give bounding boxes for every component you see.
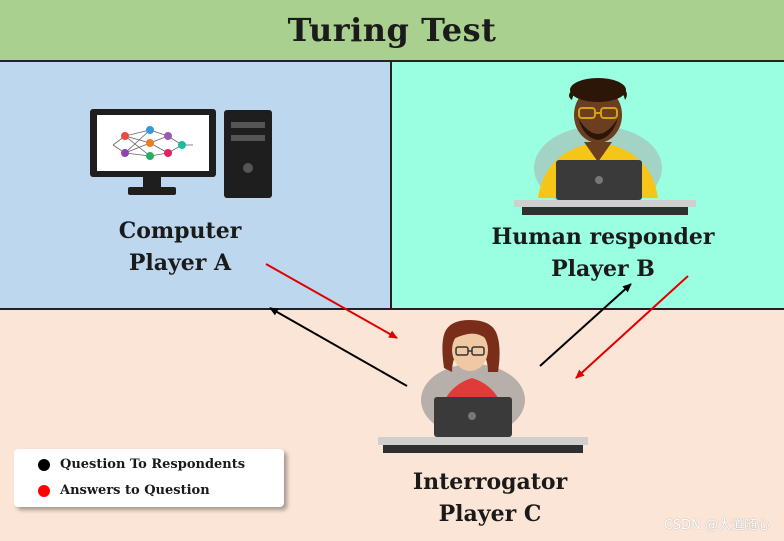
computer-label: Computer Player A [80,215,280,279]
human-responder-icon [514,78,696,215]
black-dot-icon [38,458,50,471]
computer-label-line2: Player A [128,250,232,276]
human-label-line2: Player B [551,256,655,282]
diagram-title: Turing Test [287,11,497,49]
legend-item-answer: Answers to Question [38,483,210,498]
interrogator-label: Interrogator Player C [385,466,595,530]
legend: Question To Respondents Answers to Quest… [14,449,284,507]
red-dot-icon [38,484,50,497]
title-bar: Turing Test [0,0,784,62]
interrogator-label-line1: Interrogator [412,469,568,495]
interrogator-label-line2: Player C [438,501,542,527]
legend-answer-label: Answers to Question [60,483,210,498]
answer-arrow-from-computer [265,263,398,339]
human-label-line1: Human responder [491,224,715,250]
watermark: CSDN @大道随心 [663,518,770,533]
question-arrow-to-computer [269,307,408,387]
computer-panel [0,62,392,308]
computer-icon [90,109,272,198]
computer-label-line1: Computer [118,218,242,244]
neural-network-icon [112,126,193,160]
human-label: Human responder Player B [472,221,734,285]
legend-item-question: Question To Respondents [38,457,245,472]
interrogator-icon [378,320,588,453]
question-arrow-to-human [539,283,632,367]
answer-arrow-from-human [575,275,689,379]
legend-question-label: Question To Respondents [60,457,246,472]
